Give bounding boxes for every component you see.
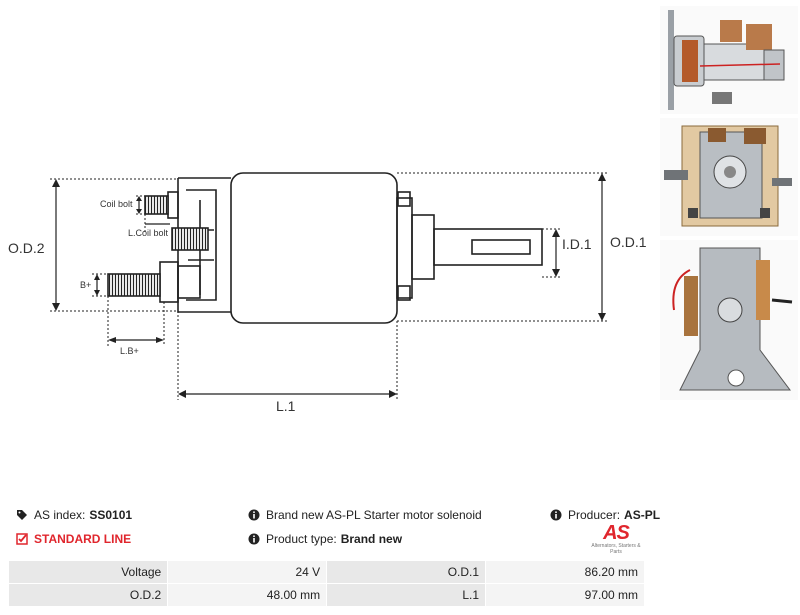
plunger-slot: [471, 239, 531, 255]
spec-value: 24 V: [167, 560, 328, 584]
spec-key: L.1: [326, 583, 487, 607]
logo-mark: AS: [603, 522, 630, 544]
spec-key: O.D.2: [7, 583, 169, 607]
product-type-label: Product type:: [266, 532, 337, 546]
od1-label: O.D.1: [610, 234, 647, 250]
l1-label: L.1: [276, 398, 296, 414]
producer-logo: AS Alternators, Starters & Parts: [585, 523, 647, 555]
spec-key: Voltage: [7, 560, 169, 584]
od2-label: O.D.2: [8, 240, 45, 256]
info-icon: [248, 509, 260, 521]
standard-line-label: STANDARD LINE: [34, 532, 132, 546]
info-icon: [248, 533, 260, 545]
table-row: Voltage 24 V O.D.1 86.20 mm: [7, 560, 645, 584]
bplus-label: B+: [80, 280, 92, 290]
description: Brand new AS-PL Starter motor solenoid: [248, 508, 482, 522]
producer-label: Producer:: [568, 508, 621, 522]
spec-value: 48.00 mm: [167, 583, 328, 607]
tags-icon: [17, 510, 27, 520]
coil-bolt-label: Coil bolt: [100, 199, 133, 209]
as-index: AS index: SS0101: [16, 508, 132, 522]
product-type-value: Brand new: [340, 532, 403, 546]
table-row: O.D.2 48.00 mm L.1 97.00 mm: [7, 583, 645, 607]
product-photo-front: [660, 118, 798, 236]
standard-line: STANDARD LINE: [16, 532, 131, 546]
as-index-label: AS index:: [34, 508, 86, 522]
product-photo-rear: [660, 240, 798, 400]
logo-subtitle: Alternators, Starters & Parts: [591, 543, 641, 555]
id1-label: I.D.1: [562, 236, 592, 252]
product-photo-side: [660, 6, 798, 114]
product-type: Product type: Brand new: [248, 532, 402, 546]
description-text: Brand new AS-PL Starter motor solenoid: [266, 508, 482, 522]
check-square-icon: [16, 533, 28, 545]
solenoid-drawing: [50, 172, 608, 400]
spec-key: O.D.1: [326, 560, 487, 584]
producer: Producer: AS-PL: [550, 508, 660, 522]
spec-value: 86.20 mm: [485, 560, 645, 584]
info-icon: [550, 509, 562, 521]
lcoil-bolt-label: L.Coil bolt: [128, 228, 169, 238]
spec-value: 97.00 mm: [485, 583, 645, 607]
lbplus-label: L.B+: [120, 346, 139, 356]
as-index-value: SS0101: [89, 508, 133, 522]
producer-value: AS-PL: [624, 508, 661, 522]
spec-table: Voltage 24 V O.D.1 86.20 mm O.D.2 48.00 …: [7, 560, 645, 607]
solenoid-body: [230, 172, 398, 324]
